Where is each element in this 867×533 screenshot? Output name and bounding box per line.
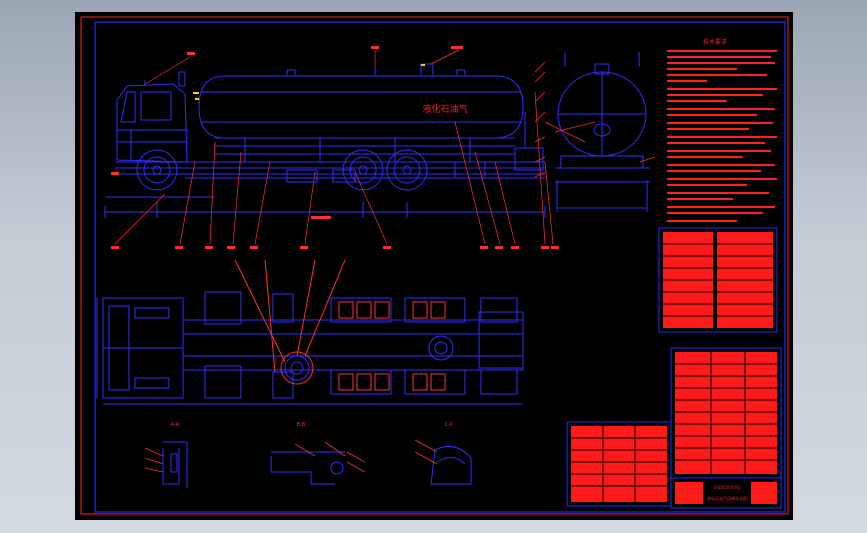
cad-drawing-viewport[interactable]: 液化石油气	[75, 12, 793, 520]
notes-heading: 技术要求	[703, 38, 727, 46]
detail-views	[162, 441, 472, 488]
tank-label: 液化石油气	[422, 103, 467, 115]
rear-wheel-2	[386, 149, 428, 191]
callout-numbers	[111, 46, 559, 249]
title-block: SXD5200GYQ 液化石油气运输车总图	[670, 477, 782, 509]
drawing-name: 液化石油气运输车总图	[707, 495, 747, 501]
drawing-code: SXD5200GYQ	[713, 485, 740, 490]
plan-view	[96, 291, 524, 405]
side-elevation-view	[104, 63, 546, 218]
detail-a-label: A-A	[171, 422, 180, 428]
detail-c-label: C-C	[445, 422, 454, 428]
technical-notes-block: 技术要求	[667, 38, 777, 222]
drawing-border-outer	[80, 16, 789, 515]
rear-end-view	[555, 52, 650, 212]
parameter-table	[658, 227, 778, 333]
callout-leaders	[114, 49, 554, 245]
detail-b-label: B-B	[297, 422, 306, 428]
drawing-border-inner	[94, 21, 786, 513]
parts-list-table	[566, 347, 782, 507]
tank-body	[198, 75, 524, 139]
spare-wheel	[284, 355, 310, 381]
front-wheel	[136, 149, 178, 191]
accent-marks	[193, 64, 425, 100]
